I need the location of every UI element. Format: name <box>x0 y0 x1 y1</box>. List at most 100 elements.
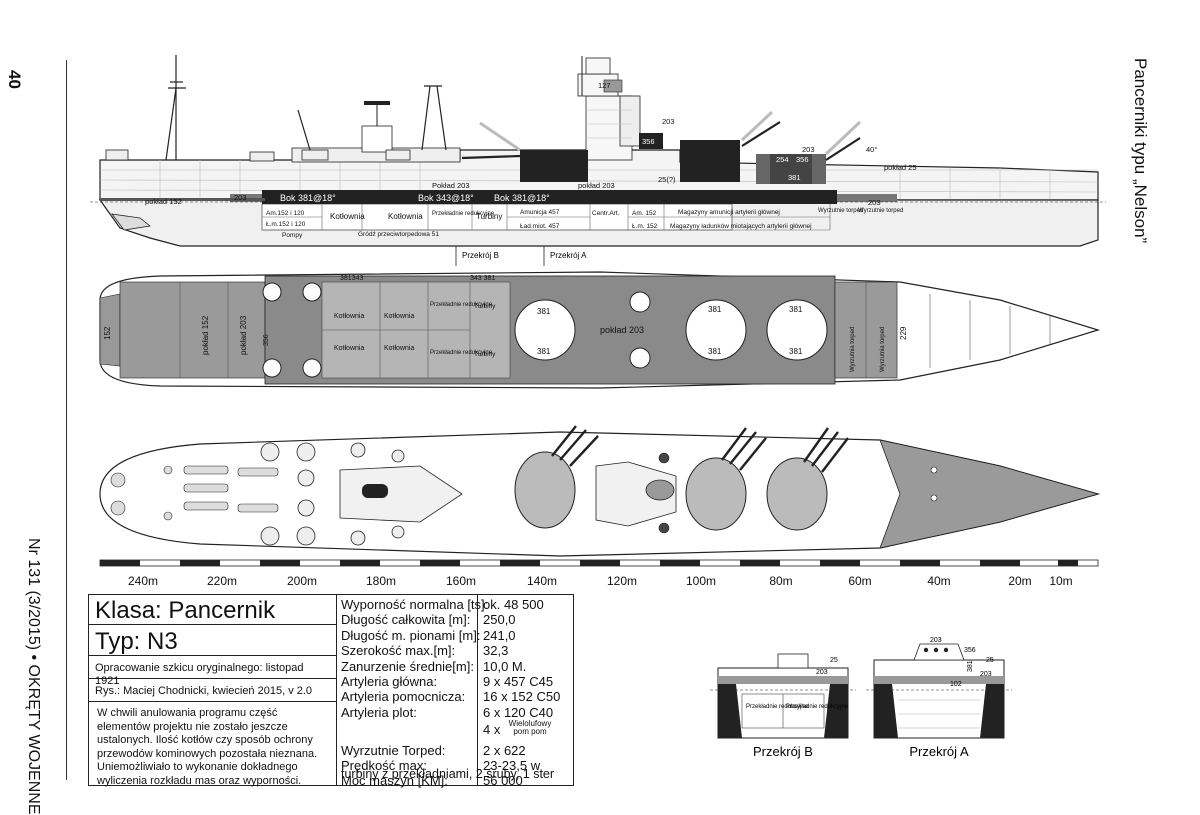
spec-value-pompom-note: Wielolufowy pom pom <box>508 719 552 737</box>
label-lad457: Ład.miot. 457 <box>520 223 560 230</box>
label-boiler-1: Kotłownia <box>330 212 365 221</box>
scale-bar: 240m 220m 200m 180m 160m 140m 120m 100m … <box>99 559 1099 588</box>
section-b-title: Przekrój B <box>753 744 813 759</box>
spec-value-pompom-count: 4 x <box>483 722 501 738</box>
label-barbette-381-c: 381 <box>708 305 722 314</box>
label-belt-3: Bok 381@18° <box>494 193 550 203</box>
spec-label-speed: Prędkość max: <box>341 757 427 773</box>
spec-values: ok. 48 500 250,0 241,0 32,3 10,0 M. 9 x … <box>483 597 560 789</box>
label-ammo457: Amunicja 457 <box>520 209 560 216</box>
scale-tick-7: 100m <box>686 574 716 588</box>
label-secA-102: 102 <box>950 681 962 688</box>
label-turbines-b: Turbiny <box>474 351 496 358</box>
superstructure-top <box>339 465 463 523</box>
spec-label-length-pp: Długość m. pionami [m]: <box>341 627 481 643</box>
spec-value-length-total: 250,0 <box>483 612 516 628</box>
spec-label-aa: Artyleria plot: <box>341 704 417 720</box>
main-guns-top <box>551 425 849 473</box>
original-date: Opracowanie szkicu oryginalnego: listopa… <box>89 657 337 687</box>
label-section-b: Przekrój B <box>462 251 499 260</box>
spec-label-displacement: Wyporność normalna [ts]: <box>341 597 489 612</box>
label-356b: 356 <box>796 155 809 164</box>
spec-label-draught: Zanurzenie średnie[m]: <box>341 658 474 674</box>
fore-belt <box>837 194 897 202</box>
main-guns-profile <box>461 121 861 161</box>
spec-machinery: turbiny z przekładniami, 2 śruby, 1 ster <box>341 767 555 781</box>
label-gearbox-b: Przekładnie redukcyjne <box>430 350 493 356</box>
specs-panel: Wyporność normalna [ts]: Długość całkowi… <box>336 594 574 789</box>
label-254: 254 <box>776 155 789 164</box>
label-am152: Am. 152 <box>632 210 657 217</box>
label-203-aft: 203 <box>234 193 247 202</box>
turret-b-profile <box>680 140 740 182</box>
label-secB-25: 25 <box>830 657 838 664</box>
scale-tick-8: 80m <box>769 574 792 588</box>
label-lm152: Ł.m. 152 <box>632 223 658 230</box>
forecastle-deck <box>879 439 1100 549</box>
label-secA-381: 381 <box>967 660 974 672</box>
label-torp-bulkhead: Gródź przeciwtorpedowa 51 <box>358 231 439 238</box>
label-torp-1: Wyrzutnie torped <box>818 208 863 214</box>
spec-label-secondary: Artyleria pomocnicza: <box>341 689 466 705</box>
scale-tick-4: 160m <box>446 574 476 588</box>
label-gearbox: Przekładnie redukcyjne <box>432 211 495 217</box>
label-gearbox-a: Przekładnie redukcyjne <box>430 302 493 308</box>
funnel-top <box>362 484 388 498</box>
label-secB-203: 203 <box>816 669 828 676</box>
label-356: 356 <box>642 137 655 146</box>
spec-value-length-pp: 241,0 <box>483 627 516 643</box>
label-deck152-plan: pokład 152 <box>201 315 210 355</box>
label-secB-gear2: Przekładnie redukcyjne <box>786 704 849 710</box>
label-deck203-mid: Pokład 203 <box>432 181 470 190</box>
label-deck203-center: pokład 203 <box>600 325 644 335</box>
label-381-343: 381343 <box>340 275 363 282</box>
label-charge-mag: Magazyny ładunków miotających artylerii … <box>670 223 812 230</box>
label-229-plan: 229 <box>899 326 908 340</box>
label-152-plan: 152 <box>103 326 112 340</box>
spec-labels: Wyporność normalna [ts]: Długość całkowi… <box>341 597 488 789</box>
label-secA-203b: 203 <box>980 671 992 678</box>
spec-label-blank <box>341 720 488 735</box>
section-a: 203 356 25 203 102 381 Przekrój A <box>866 637 1012 759</box>
class-label: Klasa: Pancernik <box>89 595 337 625</box>
label-boiler-b: Kotłownia <box>384 313 414 320</box>
spec-value-beam: 32,3 <box>483 643 509 659</box>
specs-divider <box>477 595 478 785</box>
label-127: 127 <box>598 81 611 90</box>
label-barbette-381-a: 381 <box>537 307 551 316</box>
label-deck25: pokład 25 <box>884 163 917 172</box>
label-boiler-2: Kotłownia <box>388 212 423 221</box>
scale-tick-3: 180m <box>366 574 396 588</box>
masts <box>165 55 447 161</box>
spec-label-length-total: Długość całkowita [m]: <box>341 612 471 628</box>
label-torp-plan-b: Wyrzutnia torped <box>880 327 886 372</box>
type-label: Typ: N3 <box>89 626 337 656</box>
turret-a-profile <box>520 150 588 182</box>
label-boiler-a: Kotłownia <box>334 313 364 320</box>
label-turbines-a: Turbiny <box>474 303 496 310</box>
scale-tick-11: 20m <box>1008 574 1031 588</box>
label-203-torp: 203 <box>868 198 881 207</box>
main-turrets-top <box>514 451 828 531</box>
label-section-a: Przekrój A <box>550 251 587 260</box>
top-view <box>99 425 1101 557</box>
scale-tick-6: 120m <box>607 574 637 588</box>
label-356-plan: 356 <box>263 334 270 346</box>
scale-tick-9: 60m <box>848 574 871 588</box>
label-203-fore: 203 <box>802 145 815 154</box>
section-b: Przekładnie redukcyjne Przekładnie reduk… <box>710 653 856 759</box>
aft-deck-fittings <box>110 465 279 521</box>
info-panel-left: Klasa: Pancernik Typ: N3 Opracowanie szk… <box>88 594 338 787</box>
label-belt-1: Bok 381@18° <box>280 193 336 203</box>
spec-value-aa: 6 x 120 C40 <box>483 704 554 720</box>
side-profile: Pokład 203 pokład 203 pokład 25 pokład 1… <box>90 55 1106 266</box>
scale-tick-0: 240m <box>128 574 158 588</box>
label-203-top: 203 <box>662 117 675 126</box>
spec-value-draught: 10,0 M. <box>483 658 527 674</box>
rudder <box>111 213 151 231</box>
label-secA-356: 356 <box>964 647 976 654</box>
label-deck203-small: pokład 203 <box>578 181 615 190</box>
director-armor <box>639 133 663 149</box>
section-a-title: Przekrój A <box>909 744 969 759</box>
